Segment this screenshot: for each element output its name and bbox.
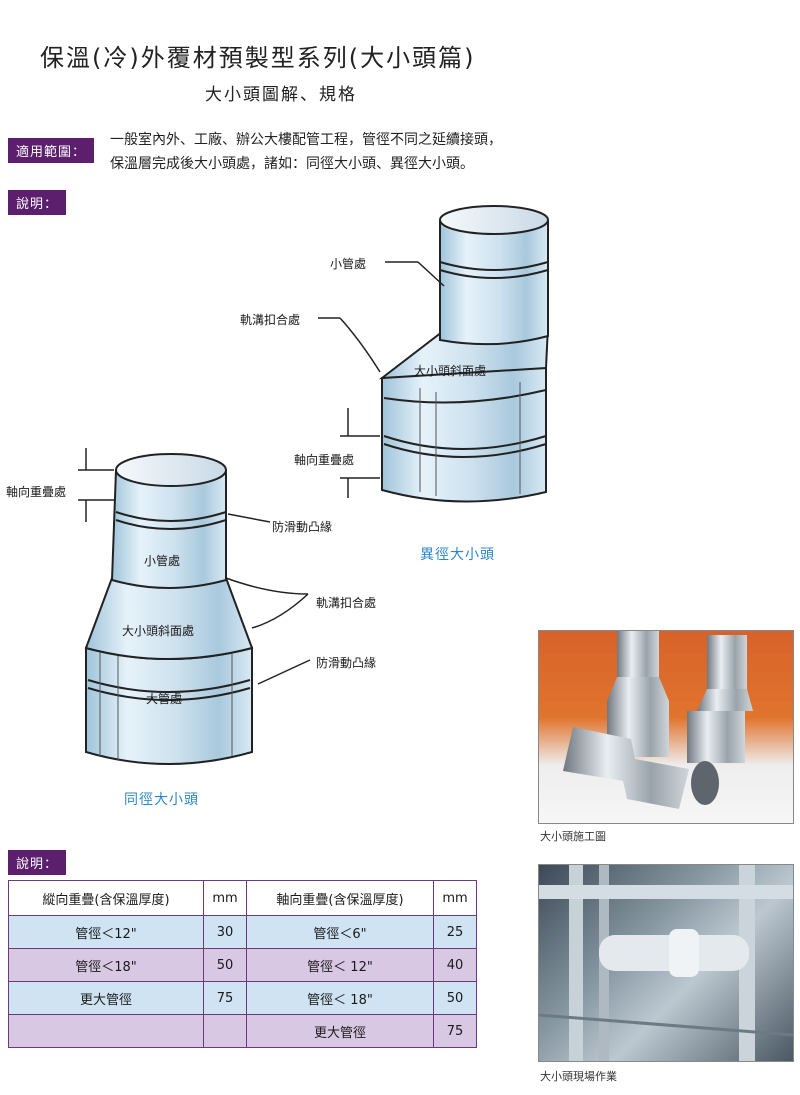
site-pipes-illustration [539,865,793,1061]
overlap-spec-table: 縱向重疊(含保溫厚度) mm 軸向重疊(含保溫厚度) mm 管徑＜12" 30 … [8,880,477,1048]
table-header-row: 縱向重疊(含保溫厚度) mm 軸向重疊(含保溫厚度) mm [8,880,477,916]
table-row: 管徑＜18" 50 管徑＜ 12" 40 [8,948,477,982]
con-groove-label: 軌溝扣合處 [316,596,377,610]
construction-photo [538,630,794,824]
scope-line-2: 保溫層完成後大小頭處，諸如：同徑大小頭、異徑大小頭。 [110,156,474,172]
table-cell: 30 [203,915,247,949]
table-cell [203,1014,247,1048]
table-row: 管徑＜12" 30 管徑＜6" 25 [8,915,477,949]
scope-line-1: 一般室內外、工廠、辦公大樓配管工程，管徑不同之延續接頭， [110,132,502,148]
table-cell: 管徑＜ 18" [246,981,434,1015]
concentric-reducer-drawing [84,453,254,765]
table-cell: 管徑＜ 12" [246,948,434,982]
con-small-pipe-label: 小管處 [144,554,181,568]
page-subtitle: 大小頭圖解、規格 [205,85,357,105]
table-cell: 50 [203,948,247,982]
site-photo [538,864,794,1062]
table-cell: 75 [203,981,247,1015]
table-cell: 50 [433,981,477,1015]
col-header-axial: 軸向重疊(含保溫厚度) [246,880,434,916]
scope-text: 一般室內外、工廠、辦公大樓配管工程，管徑不同之延續接頭， 保溫層完成後大小頭處，… [110,128,630,176]
table-cell: 更大管徑 [246,1014,434,1048]
scope-tag: 適用範圍： [8,138,95,163]
page-title: 保溫(冷)外覆材預製型系列(大小頭篇) [40,44,476,72]
con-large-pipe-label: 大管處 [146,692,183,706]
table-row: 更大管徑 75 [8,1014,477,1048]
ecc-caption: 異徑大小頭 [420,547,495,563]
ecc-axial-overlap-label: 軸向重疊處 [294,453,355,467]
table-cell: 管徑＜6" [246,915,434,949]
table-cell: 25 [433,915,477,949]
table-cell: 75 [433,1014,477,1048]
table-row: 更大管徑 75 管徑＜ 18" 50 [8,981,477,1015]
ecc-slope-label: 大小頭斜面處 [414,364,487,378]
table-cell [8,1014,204,1048]
reducer-photo-illustration [563,631,753,809]
ecc-groove-label: 軌溝扣合處 [240,313,301,327]
con-caption: 同徑大小頭 [124,792,199,808]
con-anti-slip-bottom-label: 防滑動凸緣 [316,656,377,670]
con-axial-overlap-label: 軸向重疊處 [6,485,67,499]
col-header-longitudinal: 縱向重疊(含保溫厚度) [8,880,204,916]
photo2-caption: 大小頭現場作業 [540,1070,617,1083]
col-header-mm-1: mm [203,880,247,916]
con-slope-label: 大小頭斜面處 [122,624,195,638]
con-anti-slip-top-label: 防滑動凸緣 [272,520,333,534]
photo1-caption: 大小頭施工圖 [540,830,606,843]
explain-tag: 說明： [8,190,67,215]
eccentric-reducer-drawing [378,205,550,503]
table-cell: 更大管徑 [8,981,204,1015]
table-cell: 40 [433,948,477,982]
ecc-small-pipe-label: 小管處 [330,257,367,271]
reducer-diagrams [78,205,550,765]
spec-tag: 說明： [8,850,67,875]
col-header-mm-2: mm [433,880,477,916]
table-cell: 管徑＜12" [8,915,204,949]
table-cell: 管徑＜18" [8,948,204,982]
